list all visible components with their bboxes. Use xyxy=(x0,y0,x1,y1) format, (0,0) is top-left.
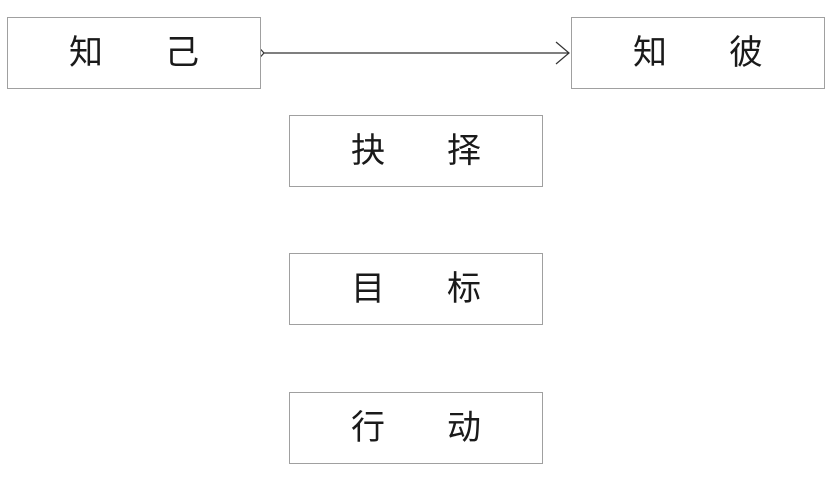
node-goal: 目 标 xyxy=(289,253,543,325)
node-know-self: 知 己 xyxy=(7,17,261,89)
node-char: 动 xyxy=(447,408,481,448)
node-char: 目 xyxy=(351,269,385,309)
node-char: 行 xyxy=(351,408,385,448)
node-char: 彼 xyxy=(729,33,763,73)
node-char: 知 xyxy=(69,33,103,73)
node-char: 抉 xyxy=(351,131,385,171)
node-choice: 抉 择 xyxy=(289,115,543,187)
node-char: 知 xyxy=(633,33,667,73)
node-char: 择 xyxy=(447,131,481,171)
node-char: 己 xyxy=(165,33,199,73)
node-know-other: 知 彼 xyxy=(571,17,825,89)
node-action: 行 动 xyxy=(289,392,543,464)
edge-know-self-to-know-other xyxy=(252,40,570,66)
arrowhead-icon xyxy=(555,41,570,65)
node-char: 标 xyxy=(447,269,481,309)
